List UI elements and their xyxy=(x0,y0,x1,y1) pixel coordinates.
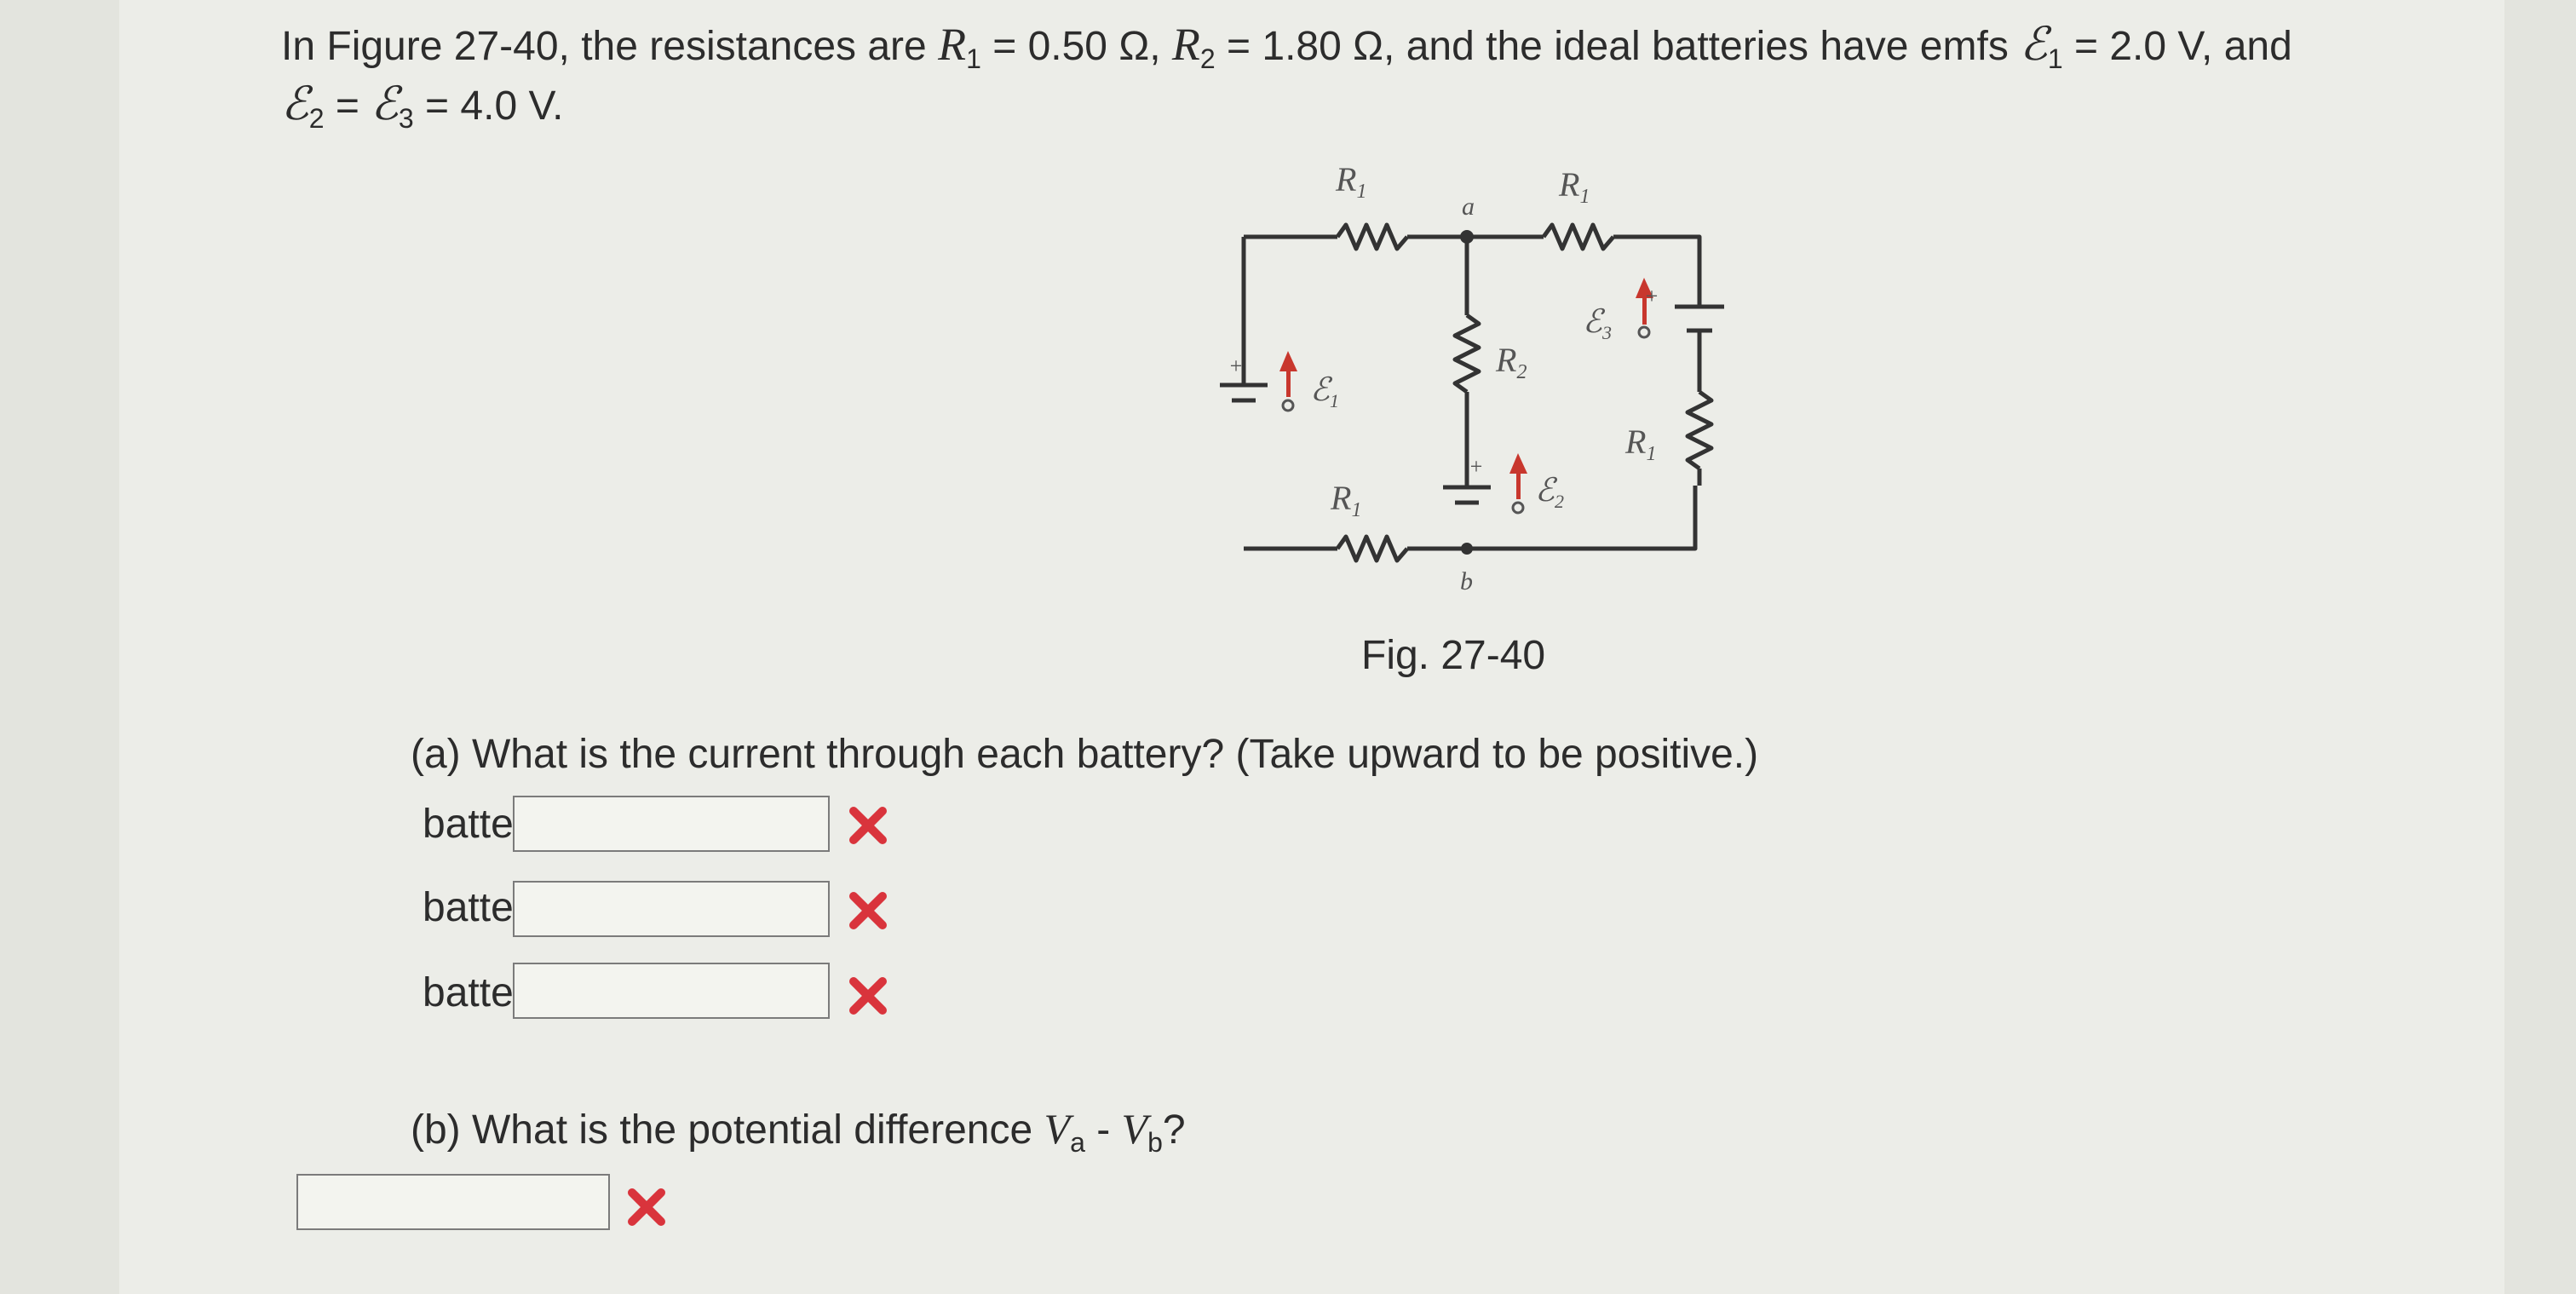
label-plus-e1: + xyxy=(1228,354,1244,378)
figure-caption: Fig. 27-40 xyxy=(1361,633,1546,678)
label-r1-top-left: R1 xyxy=(1335,162,1366,203)
circuit-diagram: R1 R1 a R2 ℰ3 + ℰ1 + R1 ℰ2 + R1 b xyxy=(1220,162,1724,595)
resistor-r1-right xyxy=(1685,389,1714,471)
label-node-b: b xyxy=(1460,567,1473,595)
battery-3-x-mark-icon xyxy=(849,977,887,1015)
label-emf-1: ℰ1 xyxy=(1310,372,1339,411)
node-b-dot xyxy=(1461,543,1473,555)
battery-3-answer-input[interactable] xyxy=(513,963,830,1019)
potential-difference-answer-input[interactable] xyxy=(296,1174,610,1230)
wire-bottom-right xyxy=(1407,486,1698,551)
label-r2: R2 xyxy=(1495,341,1527,383)
emf-3-arrow-icon xyxy=(1636,278,1653,298)
potential-difference-x-mark-icon xyxy=(628,1188,665,1226)
battery-2-answer-input[interactable] xyxy=(513,881,830,937)
resistor-r1-bottom xyxy=(1335,534,1409,563)
resistor-r1-top-left xyxy=(1335,222,1409,251)
label-plus-e3: + xyxy=(1644,284,1659,308)
label-emf-2: ℰ2 xyxy=(1535,473,1564,512)
wire-top-right xyxy=(1613,234,1702,305)
label-r1-right: R1 xyxy=(1624,423,1656,465)
label-plus-e2: + xyxy=(1469,454,1484,479)
emf-1-arrow-icon xyxy=(1279,351,1297,371)
label-r1-top-right: R1 xyxy=(1558,165,1590,208)
resistor-r2 xyxy=(1452,313,1481,394)
problem-page: In Figure 27-40, the resistances are R1 … xyxy=(119,0,2504,1294)
battery-1-answer-input[interactable] xyxy=(513,796,830,852)
label-node-a: a xyxy=(1462,193,1475,221)
problem-statement-line-1: In Figure 27-40, the resistances are R1 … xyxy=(281,19,2292,74)
emf-2-arrow-icon xyxy=(1509,453,1527,474)
node-a-dot xyxy=(1460,230,1474,244)
resistor-r1-top-right-zigzag xyxy=(1541,222,1615,251)
label-r1-bottom: R1 xyxy=(1330,479,1361,521)
question-part-b: (b) What is the potential difference Va … xyxy=(411,1105,1186,1158)
battery-2-x-mark-icon xyxy=(849,892,887,929)
question-part-a: (a) What is the current through each bat… xyxy=(411,732,1759,777)
battery-1-x-mark-icon xyxy=(849,807,887,844)
problem-statement-line-2: ℰ2 = ℰ3 = 4.0 V. xyxy=(281,78,564,134)
label-emf-3: ℰ3 xyxy=(1583,304,1612,343)
